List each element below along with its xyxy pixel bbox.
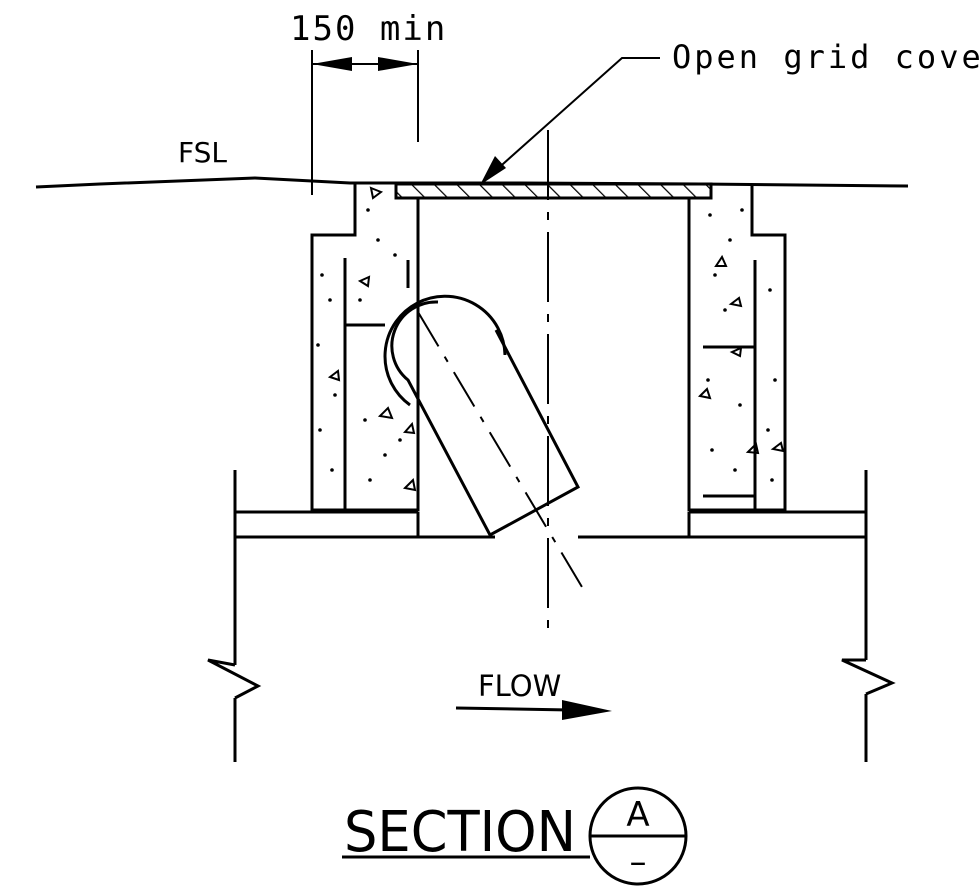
flow-arrow-icon — [455, 700, 612, 720]
section-sheet: – — [630, 842, 647, 882]
left-pit-wall — [310, 184, 420, 512]
dimension-label: 150 min — [290, 9, 447, 49]
inlet-pipe — [383, 294, 586, 593]
section-bubble — [588, 786, 688, 886]
concrete-aggregate-triangles — [327, 186, 785, 492]
flow-label: FLOW — [478, 669, 561, 703]
fsl-label: FSL — [178, 136, 227, 169]
cover-leader — [480, 57, 660, 185]
slab-and-walls — [207, 470, 896, 762]
cover-callout-label: Open grid cover — [672, 38, 980, 76]
section-title: SECTION — [344, 800, 576, 865]
dimension-150 — [311, 50, 419, 195]
right-pit-wall — [687, 184, 787, 512]
section-mark: A — [626, 795, 649, 835]
grid-cover — [394, 182, 713, 200]
